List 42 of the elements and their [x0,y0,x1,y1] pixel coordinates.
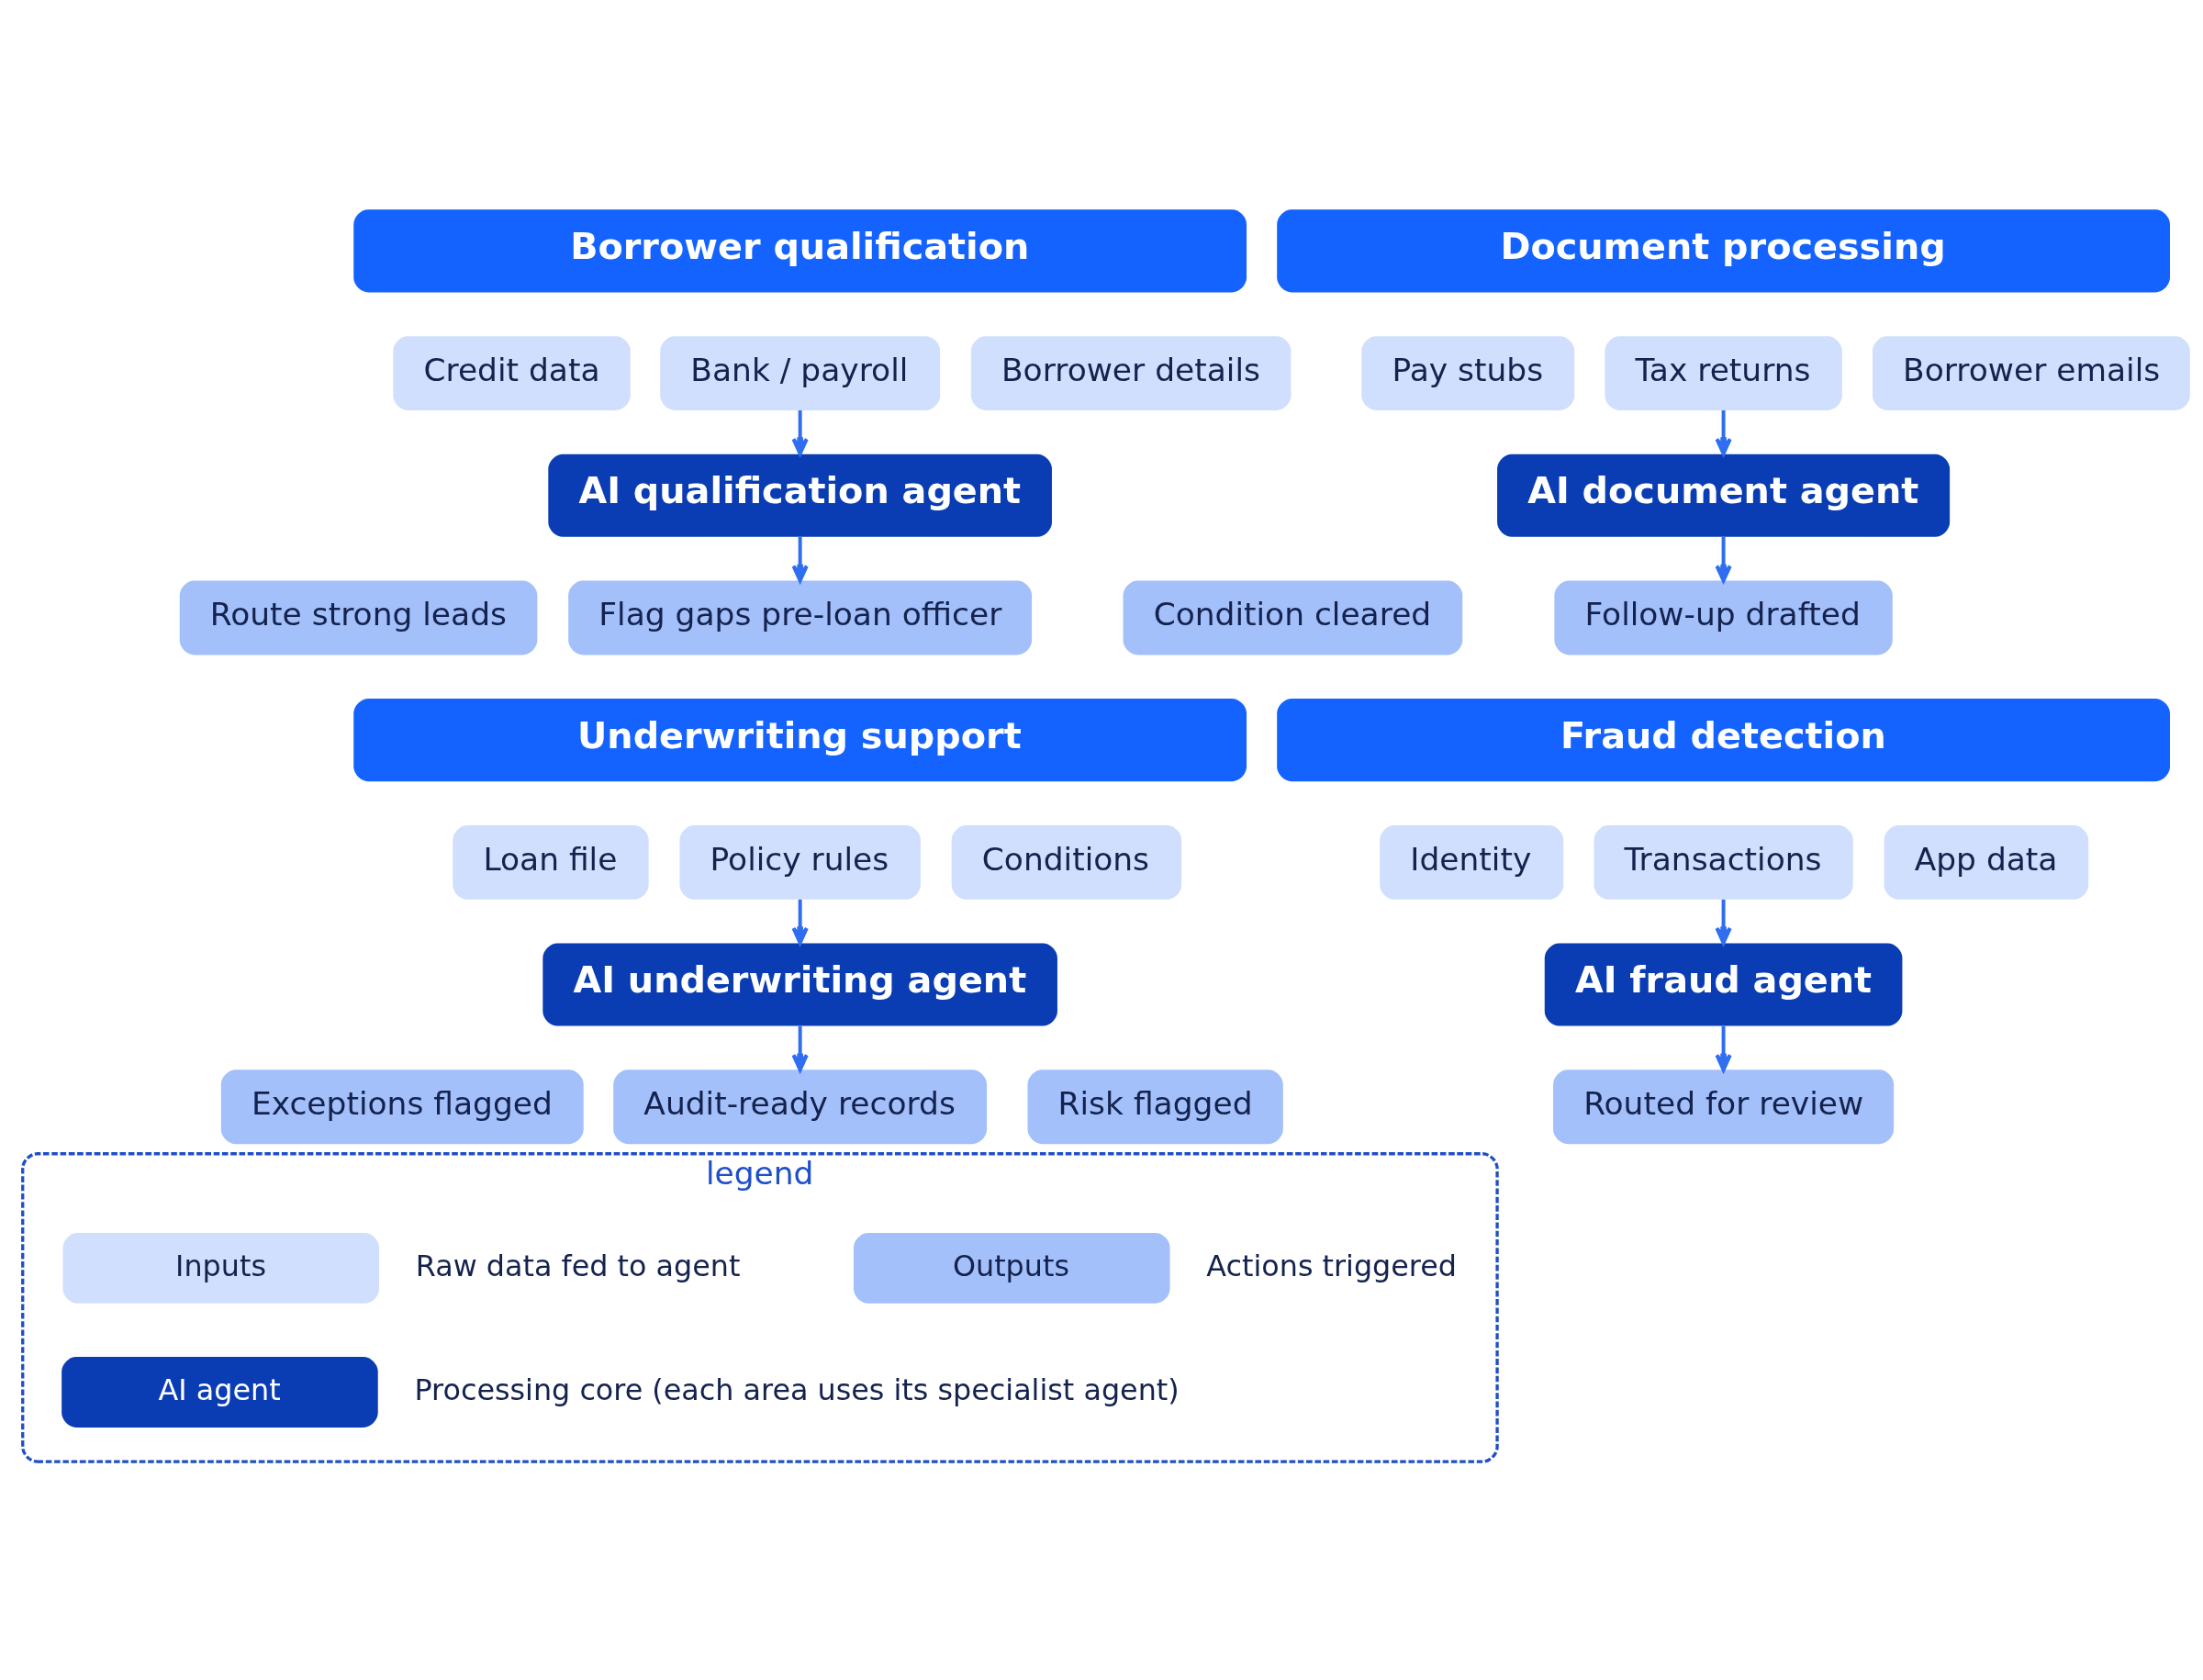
arrow [791,1025,809,1071]
node-box: Exceptions flagged [220,1069,584,1144]
arrow [1715,1025,1732,1071]
node-box: Outputs [853,1232,1170,1304]
node-box: Risk flagged [1027,1069,1283,1144]
node-label: Processing core (each area uses its specialist agent) [414,1372,1180,1406]
node-box: Tax returns [1605,335,1842,410]
arrow [791,899,809,945]
arrow [791,409,809,455]
node-box: Conditions [951,824,1182,900]
node-box: Flag gaps pre-loan officer [568,580,1033,655]
node-box: AI document agent [1497,454,1951,537]
arrow [1715,536,1732,582]
node-box: Bank / payroll [660,335,941,410]
node-box: AI agent [62,1356,378,1428]
node-box: Policy rules [679,824,921,900]
node-box: Condition cleared [1123,580,1463,655]
node-box: Document processing [1277,208,2170,292]
node-box: Borrower details [970,335,1292,410]
node-box: Identity [1380,824,1564,900]
node-box: Follow-up drafted [1554,580,1893,655]
arrow [791,536,809,582]
node-box: AI fraud agent [1544,943,1903,1026]
node-box: Transactions [1594,824,1853,900]
node-box: App data [1884,824,2089,900]
node-box: Underwriting support [353,698,1247,781]
node-box: Borrower qualification [353,208,1247,292]
arrow [1715,409,1732,455]
node-box: Fraud detection [1277,698,2170,781]
node-box: Route strong leads [179,580,538,655]
node-box: Credit data [393,335,631,410]
node-box: Loan file [453,824,649,900]
node-label: Actions triggered [1206,1248,1457,1282]
node-box: AI underwriting agent [542,943,1057,1026]
node-box: Routed for review [1553,1069,1895,1144]
arrow [1715,899,1732,945]
node-box: Audit-ready records [613,1069,988,1144]
node-label: Raw data fed to agent [415,1248,741,1282]
node-box: Inputs [62,1232,380,1304]
node-box: Borrower emails [1872,335,2190,410]
node-box: AI qualification agent [548,454,1052,537]
node-box: Pay stubs [1361,335,1575,410]
